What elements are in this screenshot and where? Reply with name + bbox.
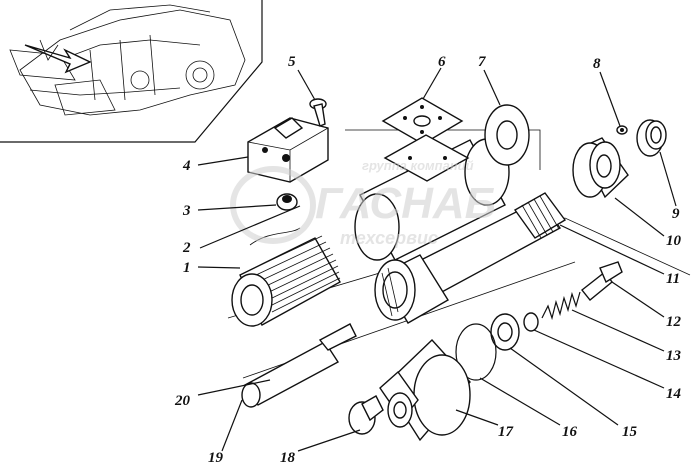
- part-16-o-ring: [455, 323, 497, 381]
- callout-20: 20: [174, 393, 191, 409]
- part-8-small-bolt: [616, 125, 628, 135]
- callout-19: 19: [208, 450, 224, 466]
- callout-7: 7: [478, 54, 486, 70]
- part-7-washer: [484, 104, 530, 166]
- callout-3: 3: [182, 203, 191, 219]
- part-15-valve-seat: [490, 313, 520, 351]
- callout-10: 10: [666, 233, 682, 249]
- part-10-end-cap: [572, 137, 629, 199]
- callout-5: 5: [288, 54, 296, 70]
- part-4-housing-block: [247, 117, 329, 183]
- watermark-line2: ГАСНАБ: [315, 179, 496, 228]
- watermark-circle-icon: [230, 166, 316, 244]
- watermark-line3: техсервис: [340, 228, 438, 248]
- part-1-threaded-sleeve: [231, 235, 341, 327]
- callout-14: 14: [666, 386, 682, 402]
- callout-2: 2: [182, 240, 191, 256]
- part-11-piston: [374, 192, 567, 324]
- callout-16: 16: [562, 424, 578, 440]
- leader-lines: [197, 67, 677, 452]
- callout-15: 15: [622, 424, 638, 440]
- part-5-screw: [309, 98, 327, 127]
- part-3-nut: [276, 193, 298, 211]
- watermark-logo: группа компаний ГАСНАБ техсервис: [230, 158, 496, 248]
- callout-8: 8: [593, 56, 601, 72]
- part-18-plug: [348, 395, 384, 435]
- callout-11: 11: [666, 271, 680, 287]
- callout-4: 4: [182, 158, 191, 174]
- part-6-flange-plate: [381, 97, 470, 182]
- part-14-retainer-ring: [523, 312, 539, 332]
- watermark-line1: группа компаний: [362, 158, 474, 173]
- callout-18: 18: [280, 450, 296, 466]
- part-9-cap-nut: [636, 119, 667, 157]
- callout-1: 1: [183, 260, 191, 276]
- callout-17: 17: [498, 424, 514, 440]
- part-13-spring: [541, 291, 581, 321]
- callout-labels: 1 2 3 4 5 6 7 8 9 10 11 12 13 14 15 16 1…: [174, 54, 682, 466]
- callout-6: 6: [438, 54, 446, 70]
- part-12-valve-stem: [581, 261, 623, 301]
- callout-9: 9: [672, 206, 680, 222]
- location-inset: [0, 0, 263, 143]
- part-19-20-pin: [241, 323, 357, 408]
- callout-12: 12: [666, 314, 682, 330]
- part-17-valve-body: [379, 338, 471, 442]
- callout-13: 13: [666, 348, 682, 364]
- pointer-arrow-icon: [24, 44, 92, 74]
